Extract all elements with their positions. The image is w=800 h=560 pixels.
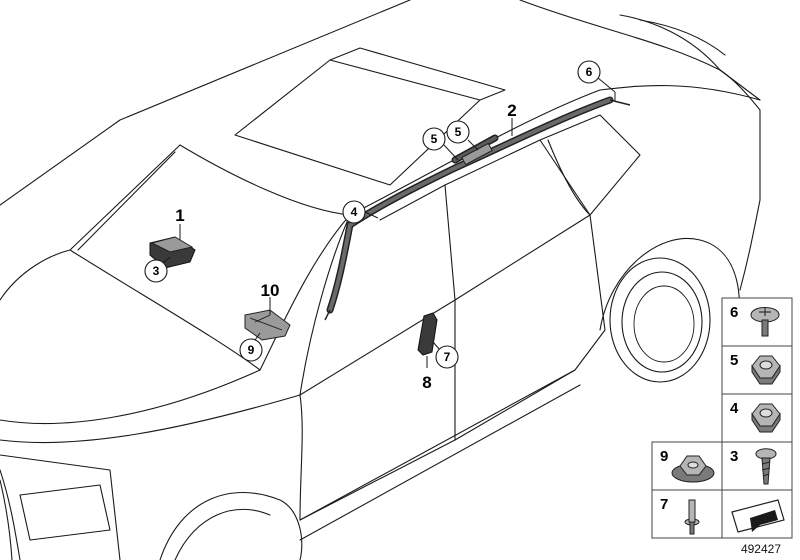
curtain-airbag[interactable] [324, 96, 631, 321]
legend-cell-3 [721, 441, 793, 491]
legend-num-4: 4 [730, 400, 739, 417]
legend-num-9: 9 [660, 448, 668, 465]
legend-cell-6 [721, 297, 793, 347]
legend-cell-7 [651, 489, 723, 539]
callout-7: 7 [444, 350, 451, 364]
airbag-module[interactable] [149, 236, 196, 269]
callout-1: 1 [175, 206, 184, 225]
hex-nut-icon [751, 403, 781, 433]
pillar-sensor[interactable] [417, 312, 438, 356]
hex-nut-icon [751, 355, 781, 385]
sensor-bracket[interactable] [244, 309, 291, 341]
legend-num-6: 6 [730, 304, 738, 321]
diagram-id: 492427 [740, 542, 781, 556]
direction-arrow-icon [731, 499, 785, 533]
callout-5b: 5 [455, 125, 462, 139]
callouts: 1 3 10 9 8 7 2 4 5 5 6 [144, 60, 601, 392]
callout-6: 6 [586, 65, 593, 79]
hardware-legend: 6 5 4 9 3 7 [651, 297, 793, 539]
car-outline [0, 0, 761, 560]
callout-4: 4 [351, 205, 358, 219]
callout-9: 9 [248, 343, 255, 357]
callout-8: 8 [422, 373, 431, 392]
callout-5a: 5 [431, 132, 438, 146]
callout-10: 10 [261, 281, 280, 300]
rivet-icon [684, 499, 700, 535]
leader-lines [162, 77, 616, 368]
legend-num-5: 5 [730, 352, 738, 369]
callout-3: 3 [153, 264, 160, 278]
screw-icon [750, 307, 780, 337]
legend-num-7: 7 [660, 496, 668, 513]
callout-2: 2 [507, 101, 516, 120]
legend-num-3: 3 [730, 448, 738, 465]
flange-nut-icon [671, 455, 715, 483]
screw-icon [755, 448, 777, 485]
